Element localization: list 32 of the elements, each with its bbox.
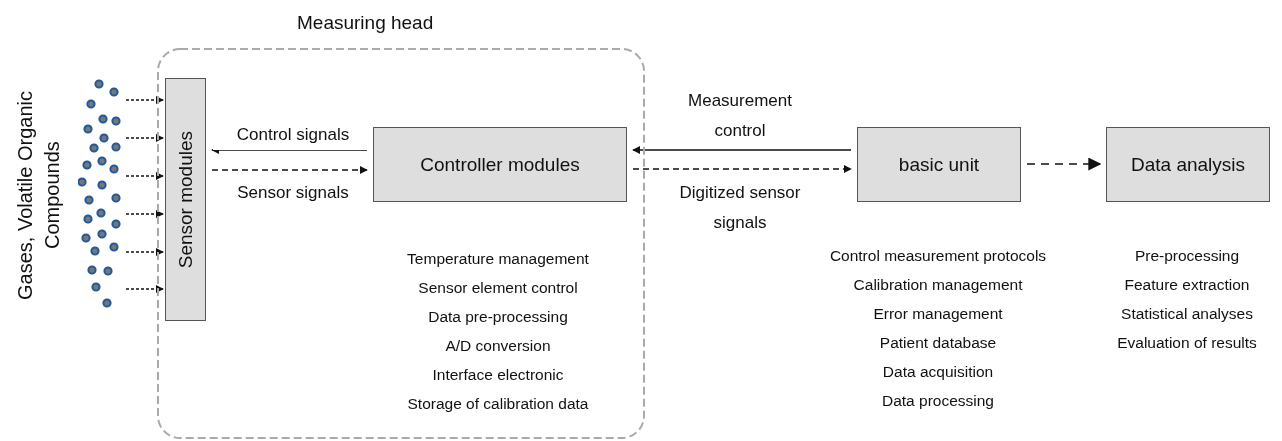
function-text: Patient database	[878, 333, 998, 353]
arrow	[632, 165, 852, 173]
arrow	[125, 285, 164, 293]
process-box: Controller modules	[373, 127, 627, 202]
function-text: Evaluation of results	[1116, 333, 1258, 353]
function-text: Error management	[872, 304, 1004, 324]
process-box: Sensor modules	[165, 78, 206, 321]
function-text: Statistical analyses	[1120, 304, 1254, 324]
function-text: A/D conversion	[444, 336, 552, 356]
arrow	[1026, 157, 1102, 171]
arrow	[125, 172, 164, 180]
function-text: Control measurement protocols	[828, 246, 1048, 266]
function-text: Storage of calibration data	[406, 394, 590, 414]
arrow	[125, 96, 164, 104]
arrow	[125, 210, 164, 218]
arrow	[125, 248, 164, 256]
function-text: Feature extraction	[1123, 275, 1251, 295]
input-caption: Gases, Volatile Organic Compounds	[13, 90, 64, 302]
process-box: basic unit	[857, 127, 1021, 202]
arrow	[632, 146, 852, 154]
arrow	[125, 134, 164, 142]
function-text: Sensor element control	[417, 278, 579, 298]
process-box: Data analysis	[1106, 127, 1270, 202]
group-title: Measuring head	[297, 12, 434, 34]
function-text: Pre-processing	[1133, 246, 1241, 266]
function-text: Calibration management	[852, 275, 1024, 295]
function-text: Data pre-processing	[427, 307, 569, 327]
function-text: Interface electronic	[431, 365, 565, 385]
function-text: Data processing	[881, 391, 995, 411]
function-text: Data acquisition	[881, 362, 995, 382]
function-text: Temperature management	[406, 249, 590, 269]
arrow	[211, 166, 368, 174]
